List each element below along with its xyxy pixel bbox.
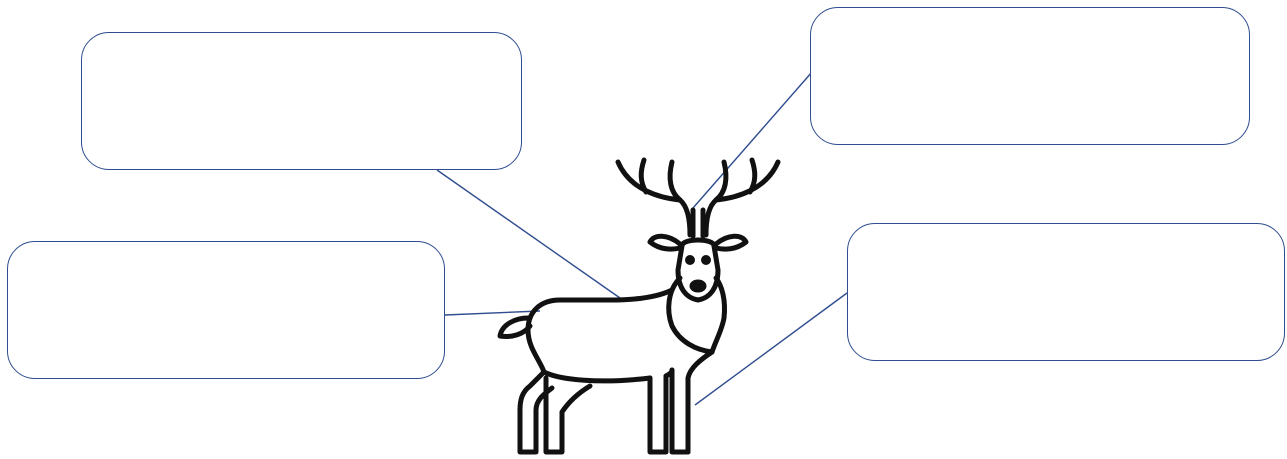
label-box-mid-left[interactable] xyxy=(7,241,445,379)
label-box-top-right[interactable] xyxy=(810,7,1250,145)
leader-line-mid-left xyxy=(445,311,540,315)
label-box-mid-right[interactable] xyxy=(847,223,1285,361)
leader-line-top-left xyxy=(437,170,620,298)
deer-icon xyxy=(500,160,778,452)
label-box-top-left[interactable] xyxy=(81,32,522,170)
leader-line-mid-right xyxy=(695,293,847,405)
